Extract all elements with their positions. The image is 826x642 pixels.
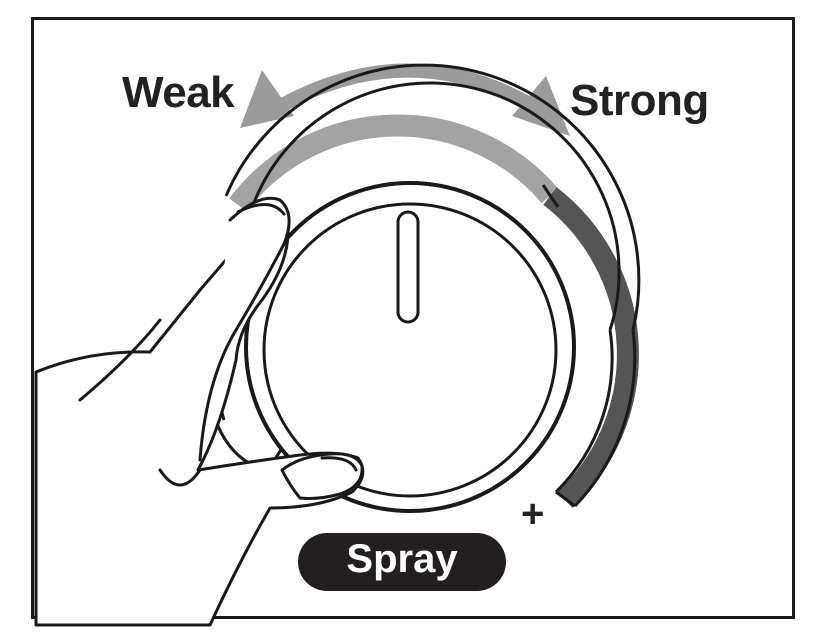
strength-arc-dark: [543, 187, 639, 509]
plus-label: +: [521, 492, 544, 536]
spray-dial-knob[interactable]: [244, 181, 576, 513]
hand-icon: [34, 196, 365, 627]
double-headed-curved-arrow-icon: [240, 63, 570, 136]
spray-mode-label: Spray: [346, 537, 458, 581]
spray-mode-badge: Spray: [298, 533, 506, 591]
strong-label: Strong: [570, 76, 709, 125]
weak-label: Weak: [122, 68, 235, 117]
strength-arc-light: [229, 114, 559, 212]
dial-indicator: [396, 210, 420, 324]
